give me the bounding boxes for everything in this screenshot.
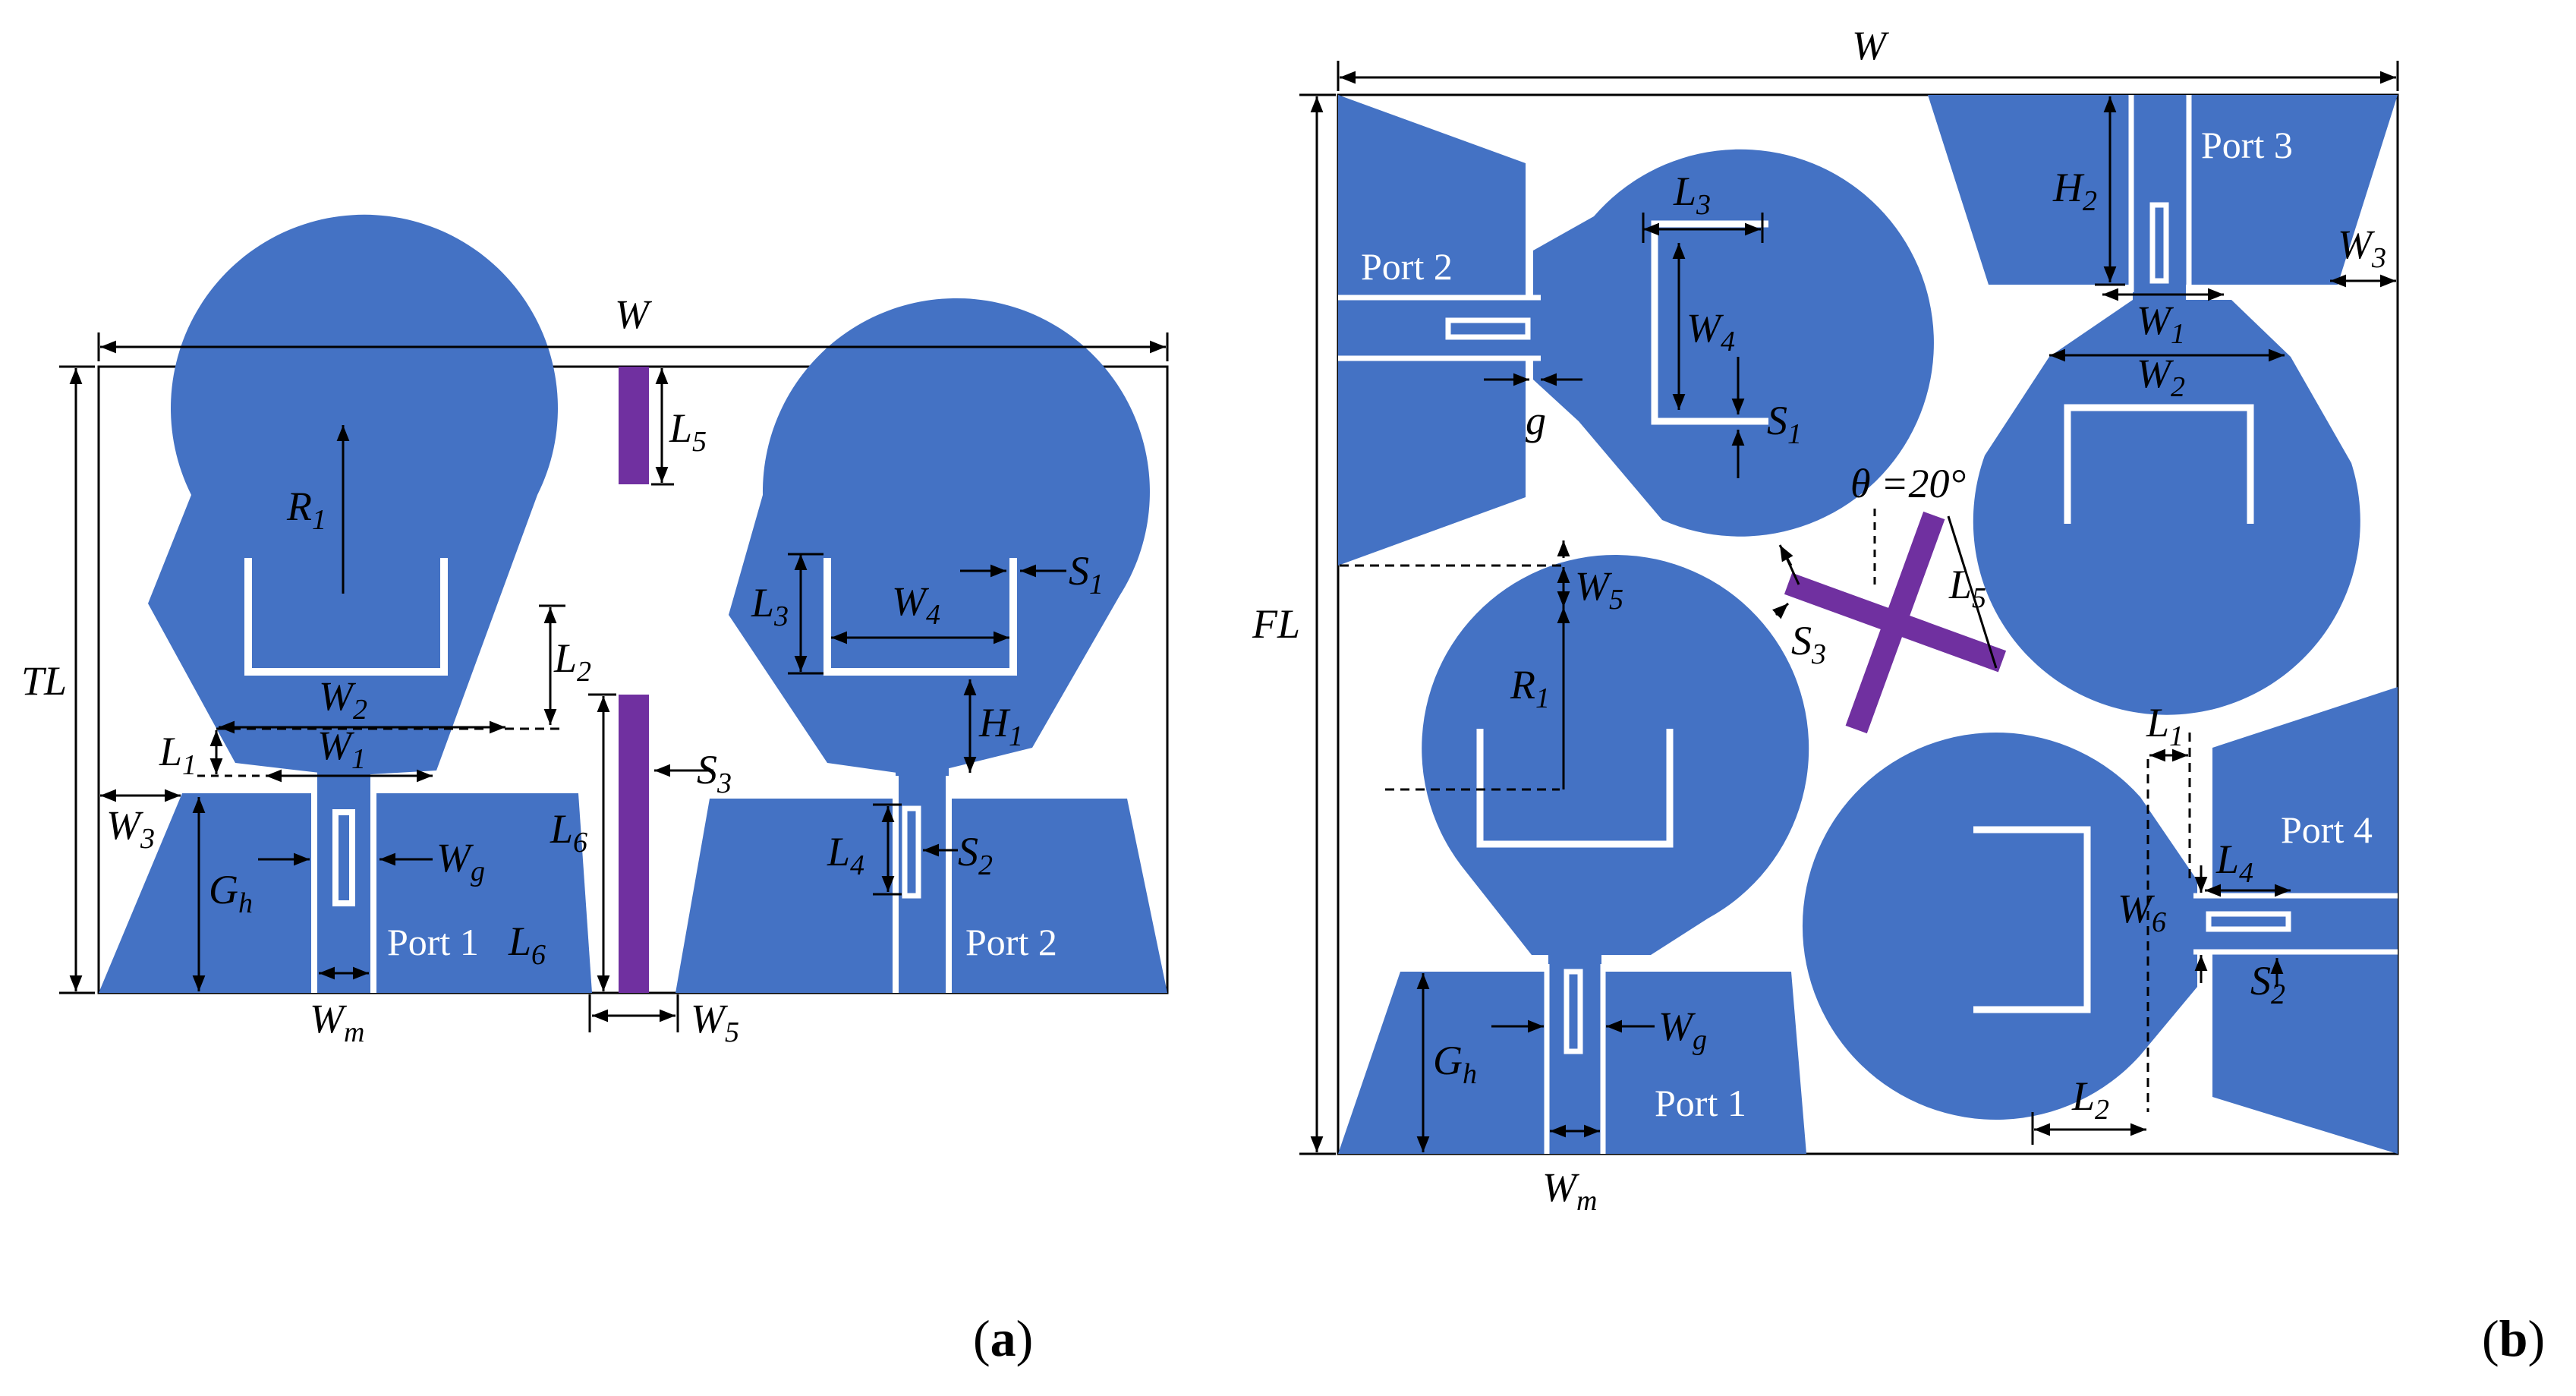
label-L4-a: L4: [827, 829, 864, 881]
label-L5-b: L5: [1948, 562, 1986, 614]
slot-ring-1: [332, 809, 355, 906]
patch-port-4: [1802, 733, 2197, 1120]
caption-a: (a): [973, 1309, 1033, 1367]
label-Wm-b: Wm: [1542, 1164, 1597, 1217]
port-3-label-b: Port 3: [2201, 124, 2293, 166]
label-W5-a: W5: [691, 996, 739, 1048]
label-W-a: W: [615, 291, 653, 337]
label-Wg-b: Wg: [1658, 1004, 1707, 1056]
dimensions-b: [1299, 61, 2399, 1155]
element-port-3: Port 3: [1928, 95, 2398, 715]
element-port-1: Port 1: [1338, 554, 1809, 1154]
port-2-label-b: Port 2: [1361, 245, 1453, 288]
port-1-label-a: Port 1: [387, 921, 479, 963]
patch-1: [148, 214, 559, 776]
label-S3-b: S3: [1791, 618, 1826, 670]
label-L3-b: L3: [1673, 169, 1711, 221]
feed-line-port-3: [2133, 95, 2186, 300]
label-W4-b: W4: [1686, 305, 1735, 358]
label-W3-a: W3: [106, 802, 155, 855]
patch-port-1: [1422, 554, 1809, 955]
label-H1-a: H1: [978, 700, 1023, 752]
label-W4-a: W4: [892, 578, 940, 631]
patch-2: [729, 298, 1150, 776]
label-L1-b: L1: [2146, 700, 2184, 752]
label-Gh-b: Gh: [1433, 1038, 1477, 1090]
feed-line-port-4: [2186, 897, 2398, 950]
radiator-2: Port 2: [675, 298, 1167, 993]
label-W2-a: W2: [319, 673, 367, 726]
u-slot-2: [824, 558, 1017, 676]
substrate-outline-b: [1337, 93, 2399, 1155]
labels-a: W TL R1 L5 L2 W2 W1 L1 W3 Gh Wg Wm L6 L6…: [21, 291, 1104, 1048]
label-Wm-a: Wm: [310, 996, 364, 1048]
label-L3-a: L3: [751, 580, 789, 632]
label-L6-inner: L6: [508, 919, 546, 971]
u-slot-1: [244, 558, 448, 676]
label-W2-b: W2: [2137, 351, 2185, 403]
element-port-2: Port 2: [1338, 95, 1934, 566]
label-S1-a: S1: [1069, 548, 1104, 600]
port-1-label-b: Port 1: [1655, 1082, 1746, 1124]
dimensions-a: [59, 332, 1169, 1032]
element-port-4: Port 4: [1802, 687, 2398, 1154]
label-FL: FL: [1252, 601, 1300, 647]
label-theta: θ =20°: [1850, 461, 1966, 506]
label-H2-b: H2: [2052, 165, 2097, 217]
label-W1-a: W1: [317, 723, 366, 775]
label-L2-a: L2: [553, 635, 591, 688]
label-Wg-a: Wg: [436, 835, 485, 887]
cross-parasitic: [1784, 511, 2007, 734]
caption-b: (b): [2482, 1309, 2545, 1367]
label-W1-b: W1: [2137, 298, 2185, 350]
slot-ring-2: [902, 805, 921, 899]
label-R1-b: R1: [1510, 662, 1550, 714]
label-L5-a: L5: [669, 405, 707, 458]
label-L4-b: L4: [2215, 837, 2253, 889]
label-L1-a: L1: [159, 729, 197, 781]
label-R1-a: R1: [286, 484, 326, 536]
label-S3-a: S3: [697, 747, 732, 799]
u-slot-port-3: [2064, 404, 2254, 524]
label-g-b: g: [1526, 398, 1546, 443]
label-S2-a: S2: [958, 829, 993, 881]
label-S1-b: S1: [1767, 398, 1802, 450]
feed-line-1: [317, 767, 370, 993]
label-Gh-a: Gh: [209, 867, 253, 919]
label-S2-b: S2: [2250, 958, 2285, 1010]
port-2-label-a: Port 2: [965, 921, 1057, 963]
label-TL: TL: [21, 658, 67, 704]
label-W5-b: W5: [1575, 563, 1623, 616]
label-L2-b: L2: [2071, 1073, 2109, 1126]
label-L6-a: L6: [550, 806, 587, 859]
patch-port-3: [1973, 300, 2360, 715]
label-W6-b: W6: [2118, 886, 2166, 938]
u-slot-port-1: [1476, 729, 1674, 848]
label-W3-b: W3: [2338, 222, 2386, 274]
labels-b: W FL L3 W4 S1 g H2 W3 W1 W2 W5 θ =20° L5…: [1252, 23, 2386, 1217]
patch-port-2: [1533, 149, 1934, 537]
port-4-label-b: Port 4: [2281, 808, 2373, 851]
panel-a: Port 1 Port 2: [21, 214, 1169, 1367]
panel-b: Port 2 Port 3 Port 1: [1252, 23, 2545, 1367]
parasitic-strip-short: [619, 367, 649, 484]
radiator-1: Port 1: [99, 214, 592, 993]
c-slot-port-4: [1973, 826, 2091, 1013]
label-W-b: W: [1852, 23, 1890, 68]
parasitic-strip-long: [619, 695, 649, 993]
